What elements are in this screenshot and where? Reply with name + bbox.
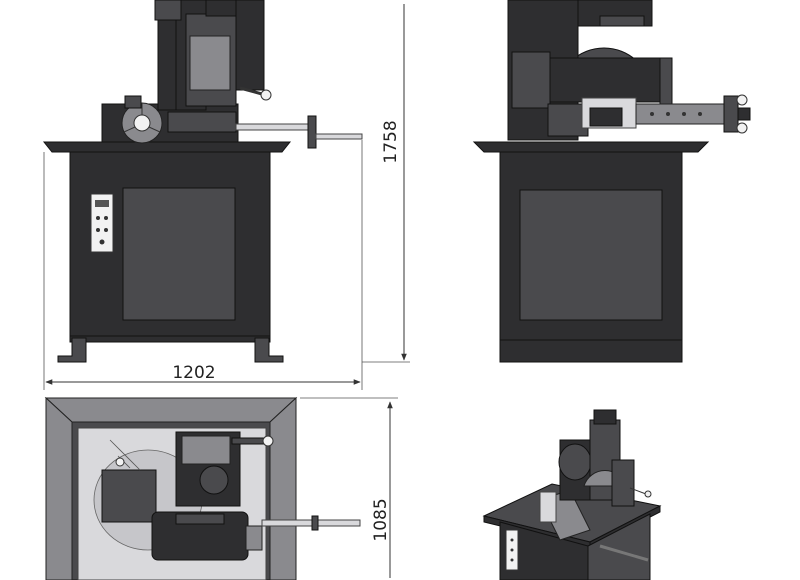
control-panel [90,193,114,253]
top-view [44,396,361,580]
height-dimension-label: 1758 [381,120,401,163]
top-feed-rod [261,519,361,527]
side-handwheel-knob-bottom [736,122,748,134]
front-view [42,0,363,363]
lever-knob [260,89,272,101]
front-door-panel [122,187,236,321]
side-handwheel-knob-top [736,94,748,106]
front-foot-left [57,337,87,363]
side-door-panel [519,189,663,321]
isometric-view [482,409,662,580]
side-view [472,0,751,363]
front-foot-right [254,337,284,363]
width-dimension: 1202 [43,140,363,390]
front-table-top [42,141,292,153]
width-dimension-label: 1202 [172,363,215,383]
front-column [157,19,179,111]
height-dimension: 1758 [362,4,410,363]
depth-dimension: 1085 [300,397,398,578]
side-table-top [472,141,710,153]
side-feed-rod [635,103,727,125]
front-feed-rod [235,123,315,131]
depth-dimension-label: 1085 [371,498,391,541]
